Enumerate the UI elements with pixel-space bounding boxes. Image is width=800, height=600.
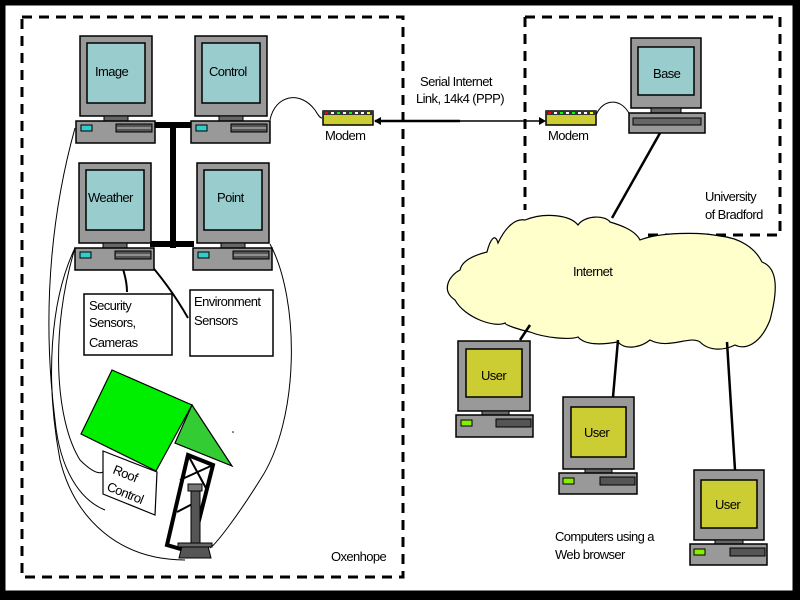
security-line3: Cameras bbox=[89, 335, 139, 350]
user-links bbox=[518, 324, 737, 471]
modem-left bbox=[322, 110, 374, 126]
security-line1: Security bbox=[89, 298, 132, 313]
roof-control-sign bbox=[102, 450, 158, 516]
modem-right-label: Modem bbox=[548, 128, 588, 143]
pc-point[interactable] bbox=[192, 162, 273, 271]
pc-user-3-label: User bbox=[715, 497, 741, 512]
pc-user-1[interactable] bbox=[455, 340, 534, 438]
pc-image[interactable] bbox=[75, 35, 156, 144]
base-internet-link bbox=[610, 132, 662, 219]
pc-control[interactable] bbox=[190, 35, 271, 144]
bradford-label-line2: of Bradford bbox=[705, 207, 763, 222]
bradford-label-line1: University bbox=[705, 189, 757, 204]
internet-label: Internet bbox=[573, 264, 613, 279]
security-line2: Sensors, bbox=[89, 315, 136, 330]
pc-base[interactable] bbox=[628, 37, 706, 134]
pc-control-label: Control bbox=[209, 64, 247, 79]
security-sensors-box bbox=[83, 293, 173, 356]
pc-user-2-label: User bbox=[584, 425, 610, 440]
environment-sensors-box bbox=[189, 289, 274, 357]
users-caption-line2: Web browser bbox=[555, 547, 626, 562]
environment-line2: Sensors bbox=[194, 313, 239, 328]
modem-right bbox=[545, 110, 597, 126]
pc-weather-label: Weather bbox=[88, 190, 134, 205]
link-label-line2: Link, 14k4 (PPP) bbox=[416, 91, 504, 106]
roof-structure bbox=[80, 369, 234, 559]
modem-left-label: Modem bbox=[325, 128, 365, 143]
serial-link bbox=[374, 117, 546, 125]
internet-cloud[interactable] bbox=[446, 214, 776, 350]
oxenhope-boundary bbox=[20, 15, 405, 579]
pc-weather[interactable] bbox=[74, 162, 155, 271]
users-caption-line1: Computers using a bbox=[555, 529, 655, 544]
pc-base-label: Base bbox=[653, 66, 681, 81]
pc-image-label: Image bbox=[95, 64, 129, 79]
pc-point-label: Point bbox=[217, 190, 245, 205]
link-label-line1: Serial Internet bbox=[420, 74, 493, 89]
oxenhope-label: Oxenhope bbox=[331, 549, 387, 564]
pc-user-3[interactable] bbox=[689, 469, 768, 566]
pc-user-1-label: User bbox=[481, 368, 507, 383]
pc-user-2[interactable] bbox=[558, 396, 638, 495]
telescope-pier-icon bbox=[190, 488, 201, 546]
lan-backbone bbox=[150, 122, 194, 248]
environment-line1: Environment bbox=[194, 294, 261, 309]
bradford-boundary bbox=[525, 15, 782, 237]
